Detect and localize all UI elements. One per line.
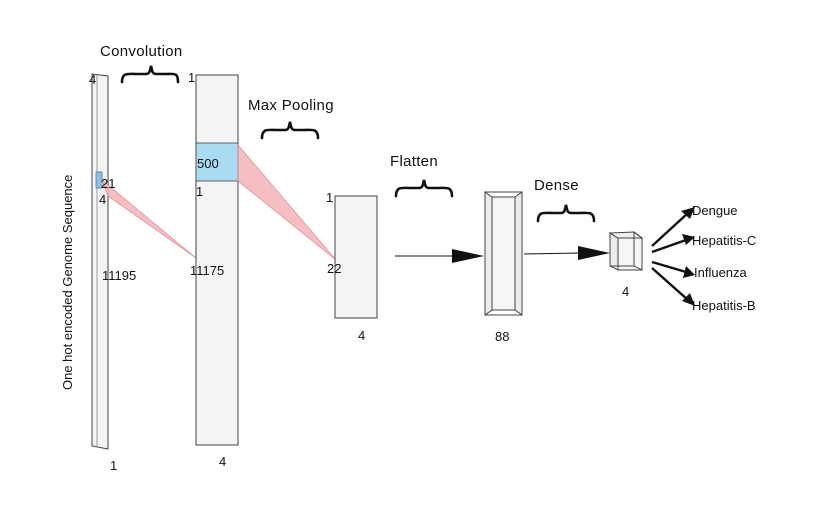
conv-kernel-value: 1 [196,184,203,199]
conv-projection [101,178,197,259]
output-label-hepatitis-c: Hepatitis-C [692,233,756,248]
input-width: 1 [110,458,117,473]
input-layer [91,73,109,450]
conv-width: 4 [219,454,226,469]
pool-layer [334,195,378,319]
input-kernel-rows: 21 [101,176,115,191]
flatten-size: 88 [495,329,509,344]
input-axis-label: One hot encoded Genome Sequence [60,175,75,390]
pool-projection [237,143,337,261]
conv-length: 11175 [190,263,224,278]
pool-width: 4 [358,328,365,343]
output-label-dengue: Dengue [692,203,738,218]
convolution-brace [120,65,180,84]
max-pooling-label: Max Pooling [248,97,334,114]
pool-length: 22 [327,261,341,276]
pool-top-value: 1 [326,190,333,205]
input-length: 11195 [102,268,136,283]
dense-arrow [523,252,581,255]
input-top-value: 4 [89,72,96,87]
dense-brace [536,204,596,223]
dense-label: Dense [534,177,579,194]
conv-top-value: 1 [188,70,195,85]
conv-filter-highlight [195,142,239,182]
dense-layer [608,231,644,271]
convolution-label: Convolution [100,43,183,60]
flatten-layer [484,191,523,316]
conv-filters: 500 [197,156,219,171]
input-kernel-cols: 4 [99,192,106,207]
flatten-brace [394,179,454,198]
output-label-hepatitis-b: Hepatitis-B [692,298,756,313]
output-label-influenza: Influenza [694,265,748,280]
flatten-label: Flatten [390,153,438,170]
max-pooling-brace [260,121,320,140]
dense-size: 4 [622,284,629,299]
output-arrows [651,207,695,306]
conv-layer [195,74,239,446]
